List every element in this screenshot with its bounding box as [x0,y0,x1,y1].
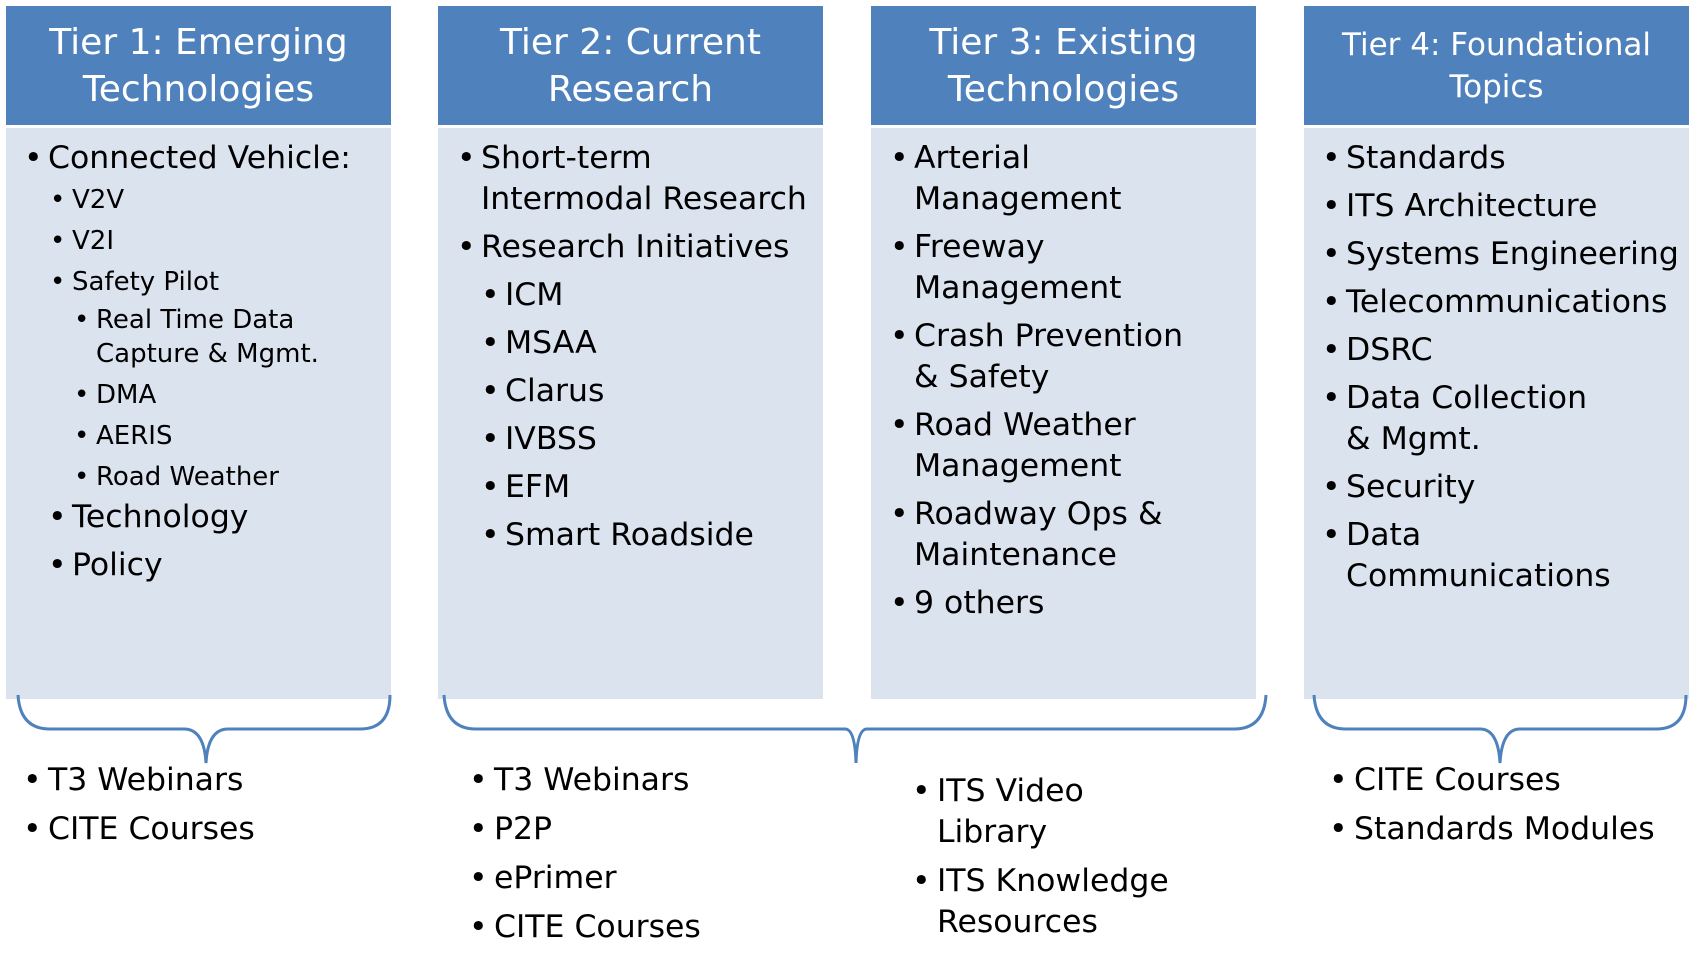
bracket-tier-2-3 [442,694,1268,764]
list-item: Clarus [481,371,817,412]
bracket-tier-4 [1312,694,1688,764]
list-item: V2I [50,224,385,258]
list-item: Crash Prevention & Safety [890,316,1204,398]
list-item: Real Time Data Capture & Mgmt. [74,303,326,371]
list-item: AERIS [74,419,326,453]
list-item: ICM [481,275,817,316]
list-item: MSAA [481,323,817,364]
resources-tier-2-3-b: ITS Video Library ITS Knowledge Resource… [912,771,1187,951]
item-label: Research Initiatives [481,229,790,265]
tier-3-header: Tier 3: Existing Technologies [871,6,1256,128]
list-item: CITE Courses [23,809,255,850]
tier-2-column: Tier 2: Current Research Short-term Inte… [438,6,823,699]
list-item: Security [1322,467,1683,508]
list-item: ePrimer [469,858,701,899]
list-item: Data Communications [1322,515,1611,597]
list-item: P2P [469,809,701,850]
tier-2-header: Tier 2: Current Research [438,6,823,128]
tier-2-body: Short-term Intermodal Research Research … [438,128,823,699]
tier-3-column: Tier 3: Existing Technologies Arterial M… [871,6,1256,699]
list-item: Safety Pilot Real Time Data Capture & Mg… [50,265,385,494]
list-item: DMA [74,378,326,412]
resources-tier-1: T3 Webinars CITE Courses [23,760,255,858]
list-item: Standards [1322,138,1683,179]
list-item: DSRC [1322,330,1683,371]
list-item: T3 Webinars [23,760,255,801]
tier-4-header: Tier 4: Foundational Topics [1304,6,1689,128]
tier-1-header: Tier 1: Emerging Technologies [6,6,391,128]
tier-4-column: Tier 4: Foundational Topics Standards IT… [1304,6,1689,699]
list-item: CITE Courses [1329,760,1655,801]
list-item: Systems Engineering [1322,234,1683,275]
list-item: 9 others [890,583,1204,624]
item-label: Connected Vehicle: [48,140,351,176]
list-item: Roadway Ops & Maintenance [890,494,1184,576]
tier-1-body: Connected Vehicle: V2V V2I Safety Pilot … [6,128,391,699]
bracket-tier-1 [16,694,392,764]
resources-tier-2-3-a: T3 Webinars P2P ePrimer CITE Courses [469,760,701,956]
list-item: Research Initiatives ICM MSAA Clarus IVB… [457,227,817,556]
tier-4-body: Standards ITS Architecture Systems Engin… [1304,128,1689,699]
item-label: Safety Pilot [72,267,220,297]
list-item: ITS Knowledge Resources [912,861,1187,943]
list-item: ITS Video Library [912,771,1187,853]
list-item: V2V [50,183,385,217]
list-item: Policy [48,545,385,586]
list-item: Road Weather Management [890,405,1164,487]
list-item: ITS Architecture [1322,186,1683,227]
list-item: Freeway Management [890,227,1134,309]
list-item: CITE Courses [469,907,701,948]
tier-3-body: Arterial Management Freeway Management C… [871,128,1256,699]
list-item: T3 Webinars [469,760,701,801]
list-item: Arterial Management [890,138,1134,220]
list-item: Connected Vehicle: V2V V2I Safety Pilot … [24,138,385,586]
list-item: IVBSS [481,419,817,460]
list-item: Short-term Intermodal Research [457,138,811,220]
tier-1-column: Tier 1: Emerging Technologies Connected … [6,6,391,699]
list-item: Technology [48,497,385,538]
list-item: Standards Modules [1329,809,1655,850]
list-item: Road Weather [74,460,326,494]
resources-tier-4: CITE Courses Standards Modules [1329,760,1655,858]
list-item: Data Collection & Mgmt. [1322,378,1616,460]
list-item: EFM [481,467,817,508]
list-item: Smart Roadside [481,515,817,556]
list-item: Telecommunications [1322,282,1683,323]
